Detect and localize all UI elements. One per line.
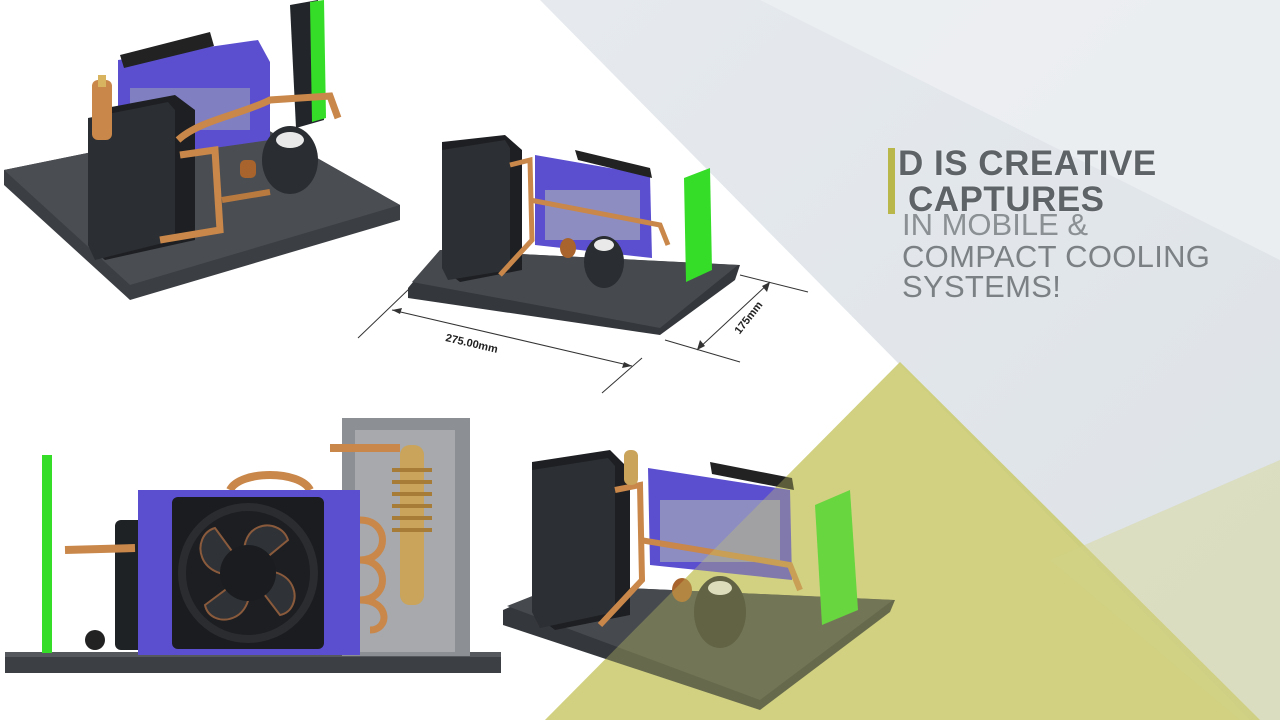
headline: D IS CREATIVE CAPTURES (888, 146, 1268, 218)
olive-triangle-light (1050, 460, 1280, 720)
olive-overlay (545, 362, 1260, 720)
headline-line-2: CAPTURES (908, 180, 1105, 219)
subline-partial: IN MOBILE & (902, 214, 1232, 242)
gray-diagonal-panel (540, 0, 1280, 720)
subline-line-2: COMPACT COOLING (902, 239, 1211, 274)
subline: COMPACT COOLING SYSTEMS! (902, 239, 1232, 304)
cooling-unit-top-center (357, 135, 809, 394)
cooling-unit-top-left (4, 0, 400, 300)
headline-line-1: D IS CREATIVE (898, 144, 1157, 183)
subline-line-1: IN MOBILE & (902, 214, 1089, 242)
subline-line-3: SYSTEMS! (902, 269, 1062, 304)
cooling-unit-bottom-center (503, 450, 895, 710)
light-triangle (760, 0, 1280, 260)
headline-accent-bar (888, 148, 895, 214)
cooling-unit-bottom-left (5, 418, 501, 673)
